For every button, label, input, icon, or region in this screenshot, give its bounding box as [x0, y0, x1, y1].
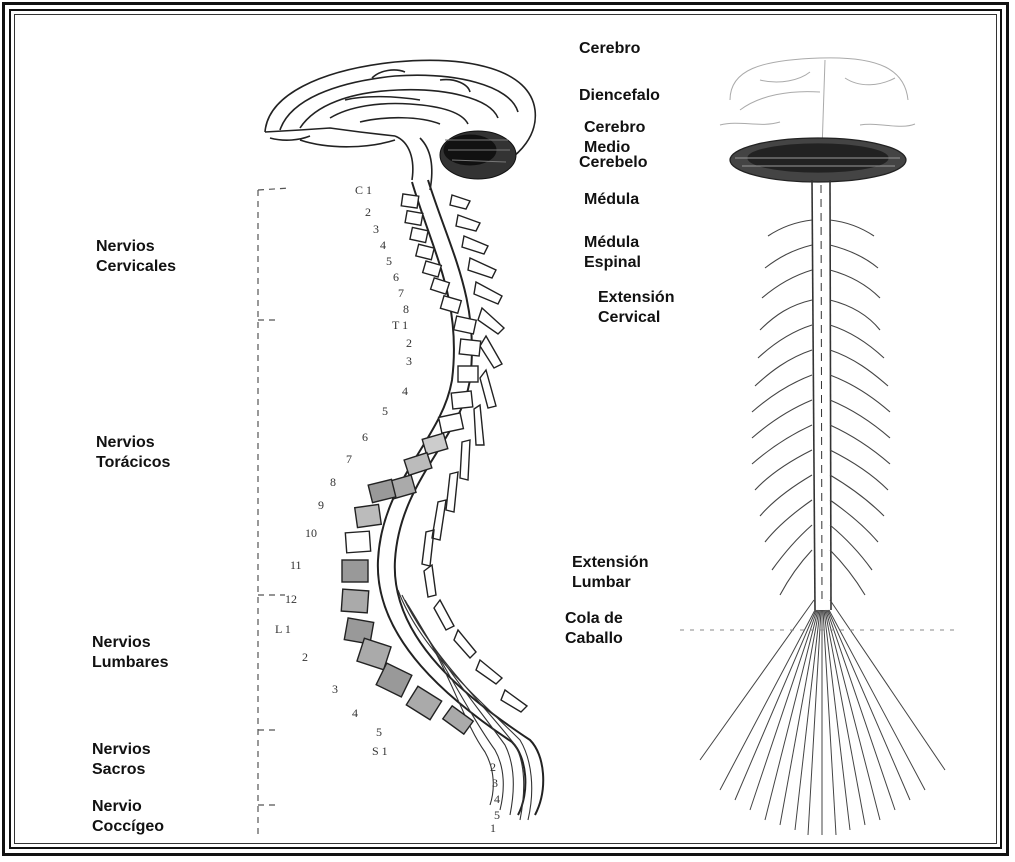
posterior-brain	[720, 58, 915, 150]
label-medula: Médula	[584, 190, 639, 210]
label-diencefalo: Diencefalo	[579, 86, 660, 106]
vertebra-number-sacral: S 1	[372, 744, 388, 759]
vertebra-number-cervical: 3	[373, 222, 379, 237]
vertebra-number-thoracic: 12	[285, 592, 297, 607]
vertebra-number-cervical: 5	[386, 254, 392, 269]
vertebra-number-thoracic: 8	[330, 475, 336, 490]
vertebra-number-thoracic: 4	[402, 384, 408, 399]
vertebra-number-cervical: 2	[365, 205, 371, 220]
vertebra-number-thoracic: 7	[346, 452, 352, 467]
vertebra-number-lumbar: 4	[352, 706, 358, 721]
vertebra-number-thoracic: 10	[305, 526, 317, 541]
vertebra-number-coccygeal: 1	[490, 821, 496, 836]
vertebra-number-lumbar: 3	[332, 682, 338, 697]
vertebra-number-thoracic: 6	[362, 430, 368, 445]
vertebra-number-thoracic: T 1	[392, 318, 408, 333]
vertebra-number-cervical: 4	[380, 238, 386, 253]
vertebra-number-cervical: 7	[398, 286, 404, 301]
vertebra-number-cervical: 8	[403, 302, 409, 317]
label-cerebelo: Cerebelo	[579, 153, 647, 173]
vertebra-number-thoracic: 11	[290, 558, 302, 573]
vertebra-number-sacral: 4	[494, 792, 500, 807]
label-cerebro: Cerebro	[579, 39, 640, 59]
region-brackets	[258, 188, 290, 835]
vertebra-number-thoracic: 3	[406, 354, 412, 369]
vertebra-number-cervical: 6	[393, 270, 399, 285]
cerebellum	[440, 131, 516, 179]
vertebra-number-thoracic: 5	[382, 404, 388, 419]
posterior-spinal-cord	[812, 180, 831, 610]
vertebra-number-lumbar: 2	[302, 650, 308, 665]
vertebra-number-cervical: C 1	[355, 183, 372, 198]
vertebra-number-sacral: 3	[492, 776, 498, 791]
vertebra-number-lumbar: 5	[376, 725, 382, 740]
vertebra-number-lumbar: L 1	[275, 622, 291, 637]
vertebra-number-thoracic: 2	[406, 336, 412, 351]
vertebra-number-thoracic: 9	[318, 498, 324, 513]
posterior-cerebellum	[730, 138, 906, 182]
vertebra-number-sacral: 2	[490, 760, 496, 775]
posterior-cauda-equina	[680, 600, 960, 835]
